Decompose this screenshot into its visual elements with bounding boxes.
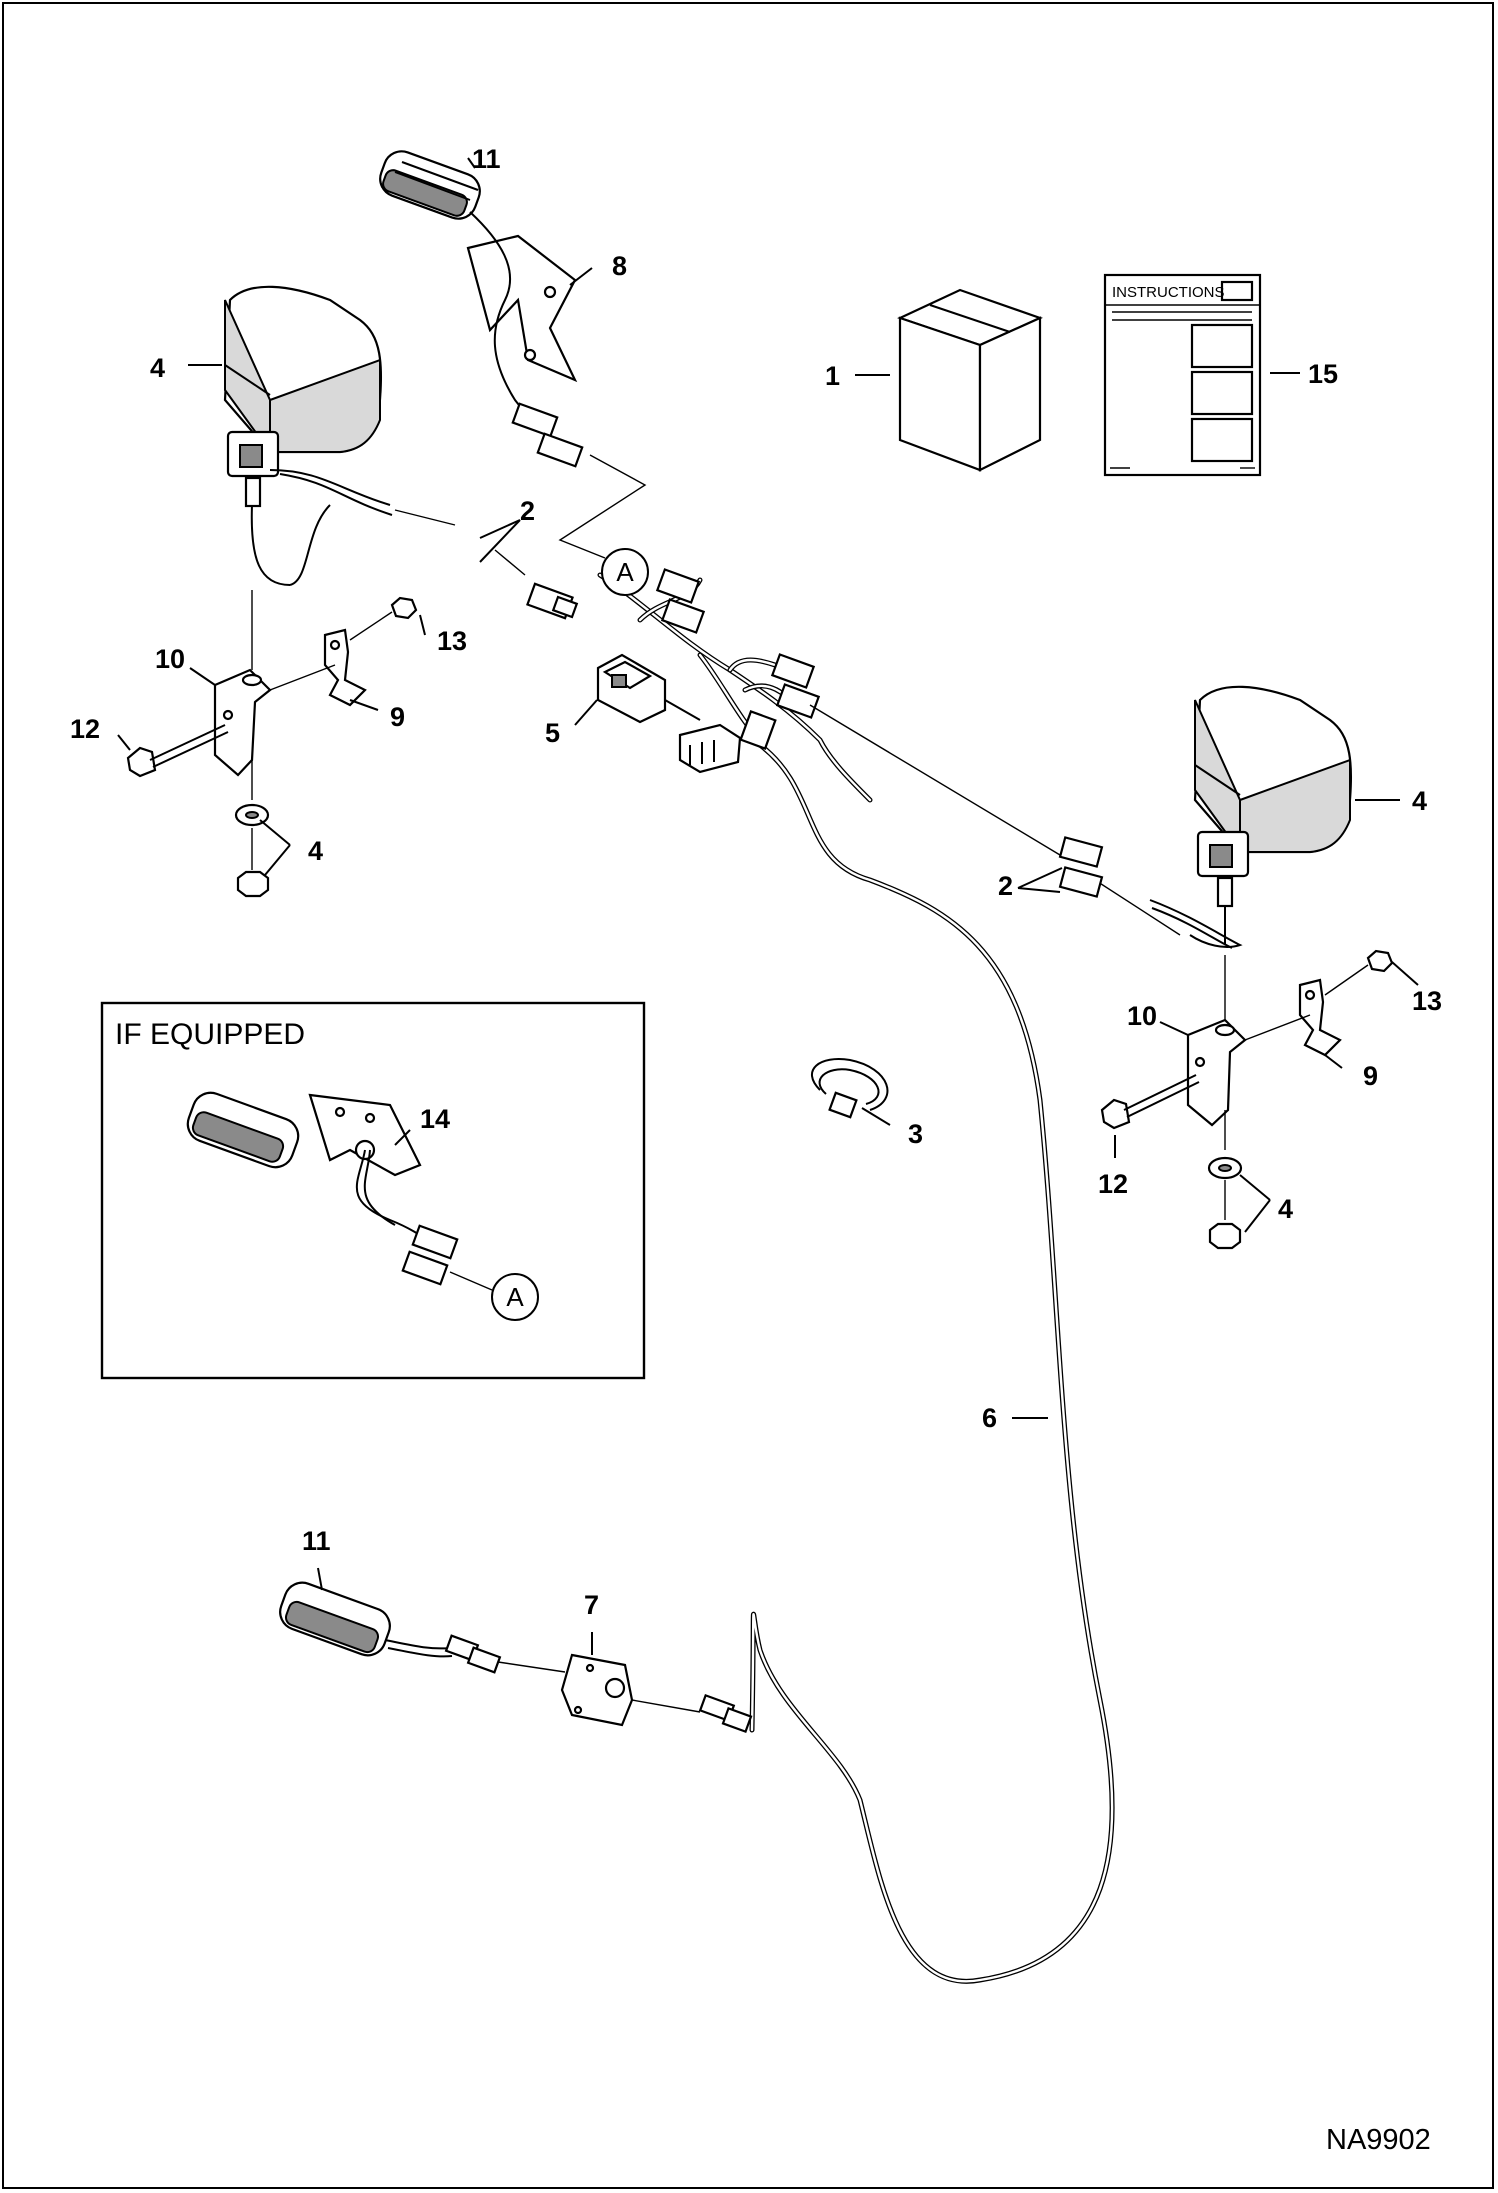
instructions-sheet-15 <box>1103 273 1262 477</box>
label-13-left: 13 <box>437 626 467 656</box>
label-2-left: 2 <box>520 496 535 526</box>
cable-tie-3 <box>810 1058 889 1119</box>
main-harness <box>526 568 1115 1984</box>
label-10-right: 10 <box>1127 1001 1157 1031</box>
inset-box <box>100 1001 646 1380</box>
label-3: 3 <box>908 1119 923 1149</box>
callout-a-inset: A <box>491 1273 539 1321</box>
inset-title: IF EQUIPPED <box>115 1018 305 1051</box>
label-4-left: 4 <box>150 353 165 383</box>
label-4-right: 4 <box>1412 786 1427 816</box>
mount-left <box>126 590 418 898</box>
bracket-8 <box>466 211 584 468</box>
instructions-header: INSTRUCTIONS <box>1112 284 1225 301</box>
label-12-left: 12 <box>70 714 100 744</box>
label-1: 1 <box>825 361 840 391</box>
callout-a-label: A <box>616 557 634 587</box>
label-8: 8 <box>612 251 627 281</box>
lamp-4-right <box>1149 685 1353 949</box>
label-4-right-hardware: 4 <box>1278 1194 1293 1224</box>
light-14 <box>186 1091 493 1291</box>
switch-5 <box>596 653 742 774</box>
label-6: 6 <box>982 1403 997 1433</box>
connectors-2-right <box>1058 836 1104 898</box>
label-2-right: 2 <box>998 871 1013 901</box>
label-4-left-hardware: 4 <box>308 836 323 866</box>
label-5: 5 <box>545 718 560 748</box>
bracket-7 <box>560 1653 753 1734</box>
label-12-right: 12 <box>1098 1169 1128 1199</box>
light-11-bottom <box>279 1581 566 1674</box>
light-11-top <box>379 150 481 220</box>
label-9-right: 9 <box>1363 1061 1378 1091</box>
label-13-right: 13 <box>1412 986 1442 1016</box>
label-9-left: 9 <box>390 702 405 732</box>
label-11-top: 11 <box>472 144 501 174</box>
label-10-left: 10 <box>155 644 185 674</box>
mount-right <box>1100 949 1394 1250</box>
label-14: 14 <box>420 1104 450 1134</box>
label-7: 7 <box>584 1590 599 1620</box>
label-15: 15 <box>1308 359 1338 389</box>
lamp-4-left <box>223 285 393 586</box>
leader-lines <box>117 157 1419 1655</box>
figure-id: NA9902 <box>1326 2124 1431 2156</box>
callout-a-label: A <box>506 1282 524 1312</box>
callout-a-main: A <box>601 548 649 596</box>
label-11-bottom: 11 <box>302 1526 331 1556</box>
kit-box-1 <box>897 288 1043 472</box>
